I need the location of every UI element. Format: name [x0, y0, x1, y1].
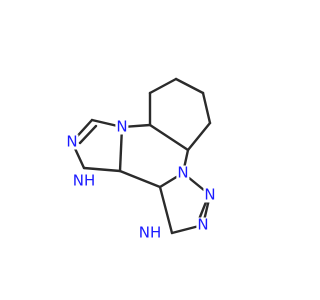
bond — [78, 124, 98, 145]
bond — [148, 77, 178, 95]
nitrogen-atom-label: N — [203, 185, 217, 204]
bond — [148, 123, 190, 152]
bond — [118, 169, 162, 189]
nitrogen-atom-label: NH — [71, 171, 97, 190]
bond — [82, 166, 122, 173]
nitrogen-atom-label: NH — [137, 223, 163, 242]
nitrogen-atom-label: N — [196, 215, 210, 234]
bond — [158, 185, 174, 235]
molecule-structure-canvas: N N NH N N N NH — [65, 77, 217, 242]
nitrogen-atom-label: N — [65, 132, 79, 151]
bond — [186, 121, 212, 152]
bond-skeleton — [70, 77, 212, 235]
bond — [174, 77, 205, 95]
nitrogen-atom-label: N — [115, 117, 129, 136]
bond — [201, 91, 212, 125]
nitrogen-atom-label: N — [176, 163, 190, 182]
